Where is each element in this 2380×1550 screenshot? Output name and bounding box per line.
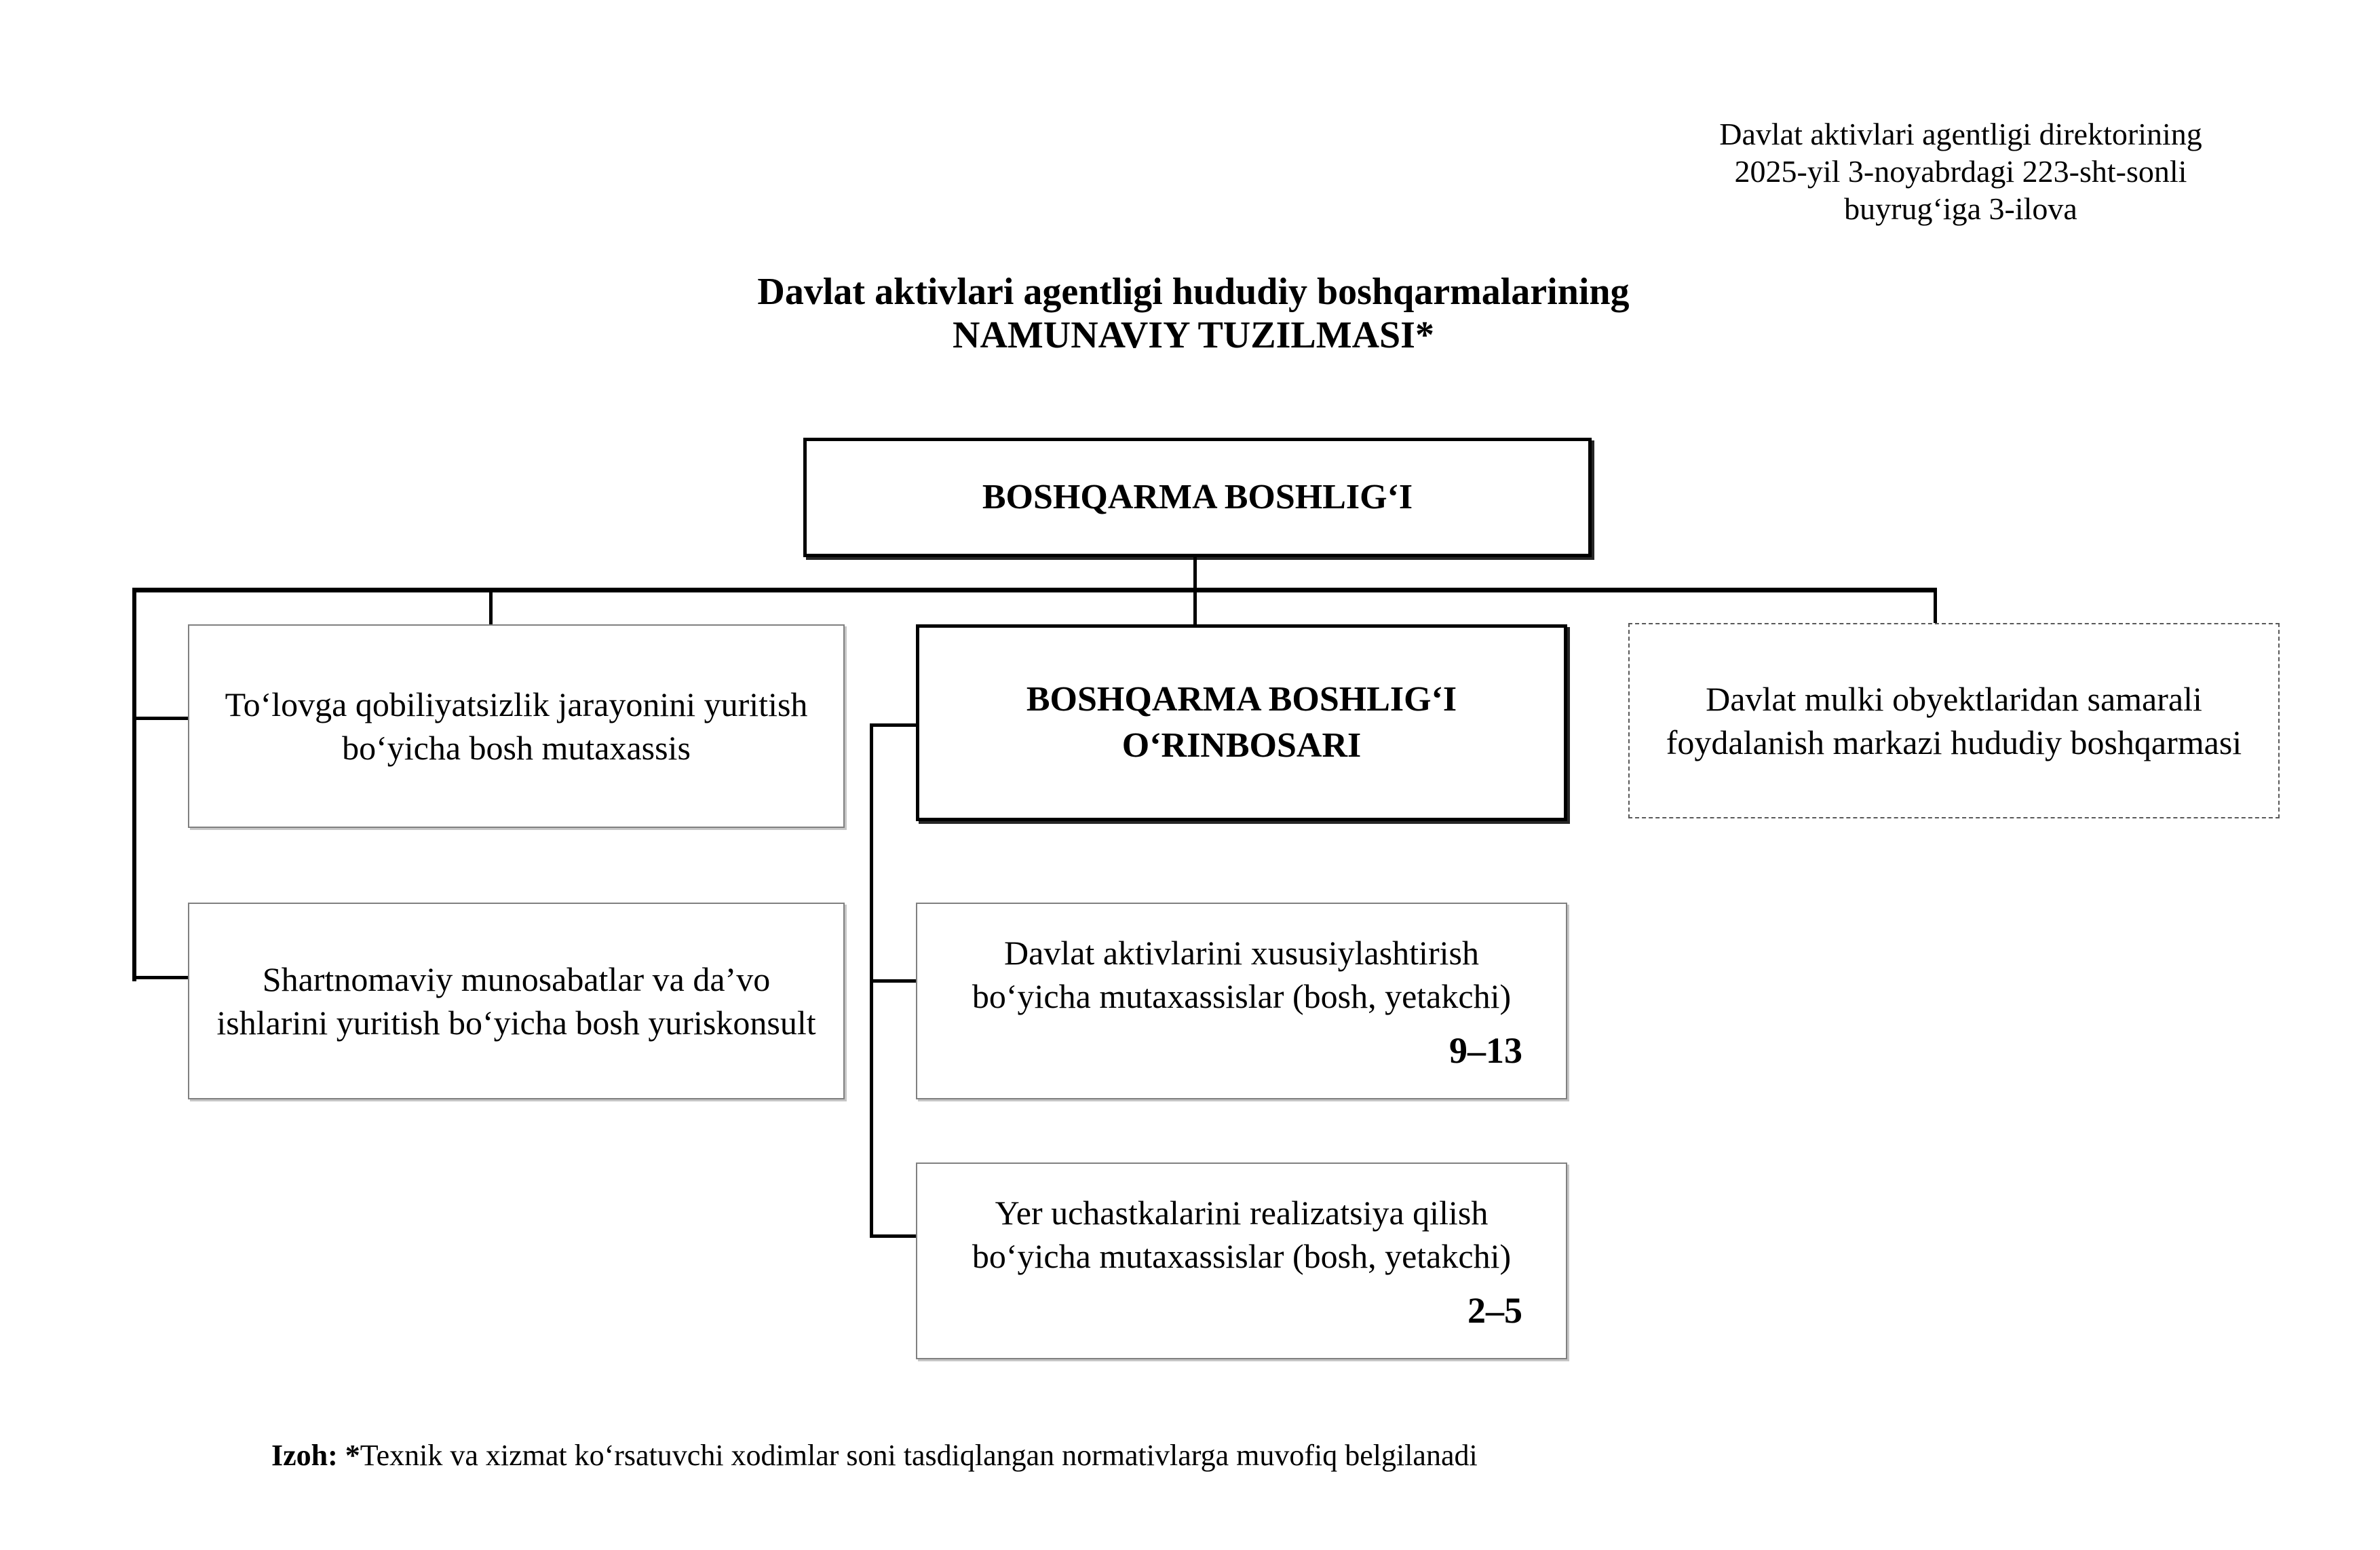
box-deputy-head: BOSHQARMA BOSHLIGʻI OʻRINBOSARI — [916, 624, 1567, 821]
annotation-line-2: 2025-yil 3-noyabrdagi 223-sht-sonli — [1734, 154, 2187, 189]
box-insolvency-chief-specialist: Toʻlovga qobiliyatsizlik jarayonini yuri… — [188, 624, 845, 828]
connector-stub-left-box-2 — [132, 976, 189, 979]
document-title: Davlat aktivlari agentligi hududiy boshq… — [647, 270, 1740, 357]
footnote-star: * — [345, 1439, 360, 1472]
box-privatization-specialists: Davlat aktivlarini xususiylashtirish boʻ… — [916, 903, 1567, 1099]
connector-rail — [132, 588, 1937, 592]
deputy-head-label-line-1: BOSHQARMA BOSHLIGʻI — [1026, 680, 1457, 719]
privatization-label-line-1: Davlat aktivlarini xususiylashtirish — [1004, 934, 1479, 972]
footnote: Izoh: *Texnik va xizmat koʻrsatuvchi xod… — [271, 1437, 1478, 1474]
privatization-specialists-count: 9–13 — [1449, 1030, 1522, 1071]
land-sale-label-line-2: boʻyicha mutaxassislar (bosh, yetakchi) — [972, 1237, 1512, 1275]
connector-stub-left-box-1 — [132, 717, 189, 720]
order-annotation: Davlat aktivlari agentligi direktorining… — [1581, 115, 2341, 227]
connector-stub-deputy-unit-1 — [870, 979, 917, 983]
privatization-label-line-2: boʻyicha mutaxassislar (bosh, yetakchi) — [972, 977, 1512, 1015]
state-property-label-line-2: foydalanish markazi hududiy boshqarmasi — [1666, 723, 2242, 761]
land-sale-label-line-1: Yer uchastkalarini realizatsiya qilish — [995, 1194, 1489, 1232]
state-property-label-line-1: Davlat mulki obyektlaridan samarali — [1706, 680, 2202, 718]
connector-stub-deputy — [870, 723, 917, 727]
insolvency-label-line-2: boʻyicha bosh mutaxassis — [342, 729, 691, 767]
connector-rail-drop-left-box — [489, 592, 493, 626]
connector-left-spine — [132, 588, 136, 981]
land-sale-specialists-count: 2–5 — [1467, 1290, 1522, 1331]
legal-counsel-label-line-1: Shartnomaviy munosabatlar va da’vo — [262, 960, 771, 998]
box-land-sale-specialists: Yer uchastkalarini realizatsiya qilish b… — [916, 1162, 1567, 1359]
connector-stub-deputy-unit-2 — [870, 1234, 917, 1238]
insolvency-label-line-1: Toʻlovga qobiliyatsizlik jarayonini yuri… — [225, 685, 808, 723]
legal-counsel-label-line-2: ishlarini yuritish boʻyicha bosh yurisko… — [216, 1004, 816, 1042]
box-contract-chief-legal-counsel: Shartnomaviy munosabatlar va da’vo ishla… — [188, 903, 845, 1099]
box-state-property-center: Davlat mulki obyektlaridan samarali foyd… — [1628, 623, 2280, 818]
department-head-label: BOSHQARMA BOSHLIGʻI — [982, 478, 1413, 516]
title-line-2: NAMUNAVIY TUZILMASI* — [953, 314, 1434, 356]
footnote-prefix: Izoh: — [271, 1439, 338, 1472]
title-line-1: Davlat aktivlari agentligi hududiy boshq… — [757, 271, 1630, 313]
connector-rail-drop-right-box — [1934, 592, 1937, 624]
annotation-line-3: buyrugʻiga 3-ilova — [1844, 191, 2077, 226]
deputy-head-label-line-2: OʻRINBOSARI — [1121, 726, 1362, 765]
box-department-head: BOSHQARMA BOSHLIGʻI — [803, 438, 1592, 557]
annotation-line-1: Davlat aktivlari agentligi direktorining — [1719, 117, 2202, 151]
footnote-text: Texnik va xizmat koʻrsatuvchi xodimlar s… — [360, 1439, 1478, 1472]
